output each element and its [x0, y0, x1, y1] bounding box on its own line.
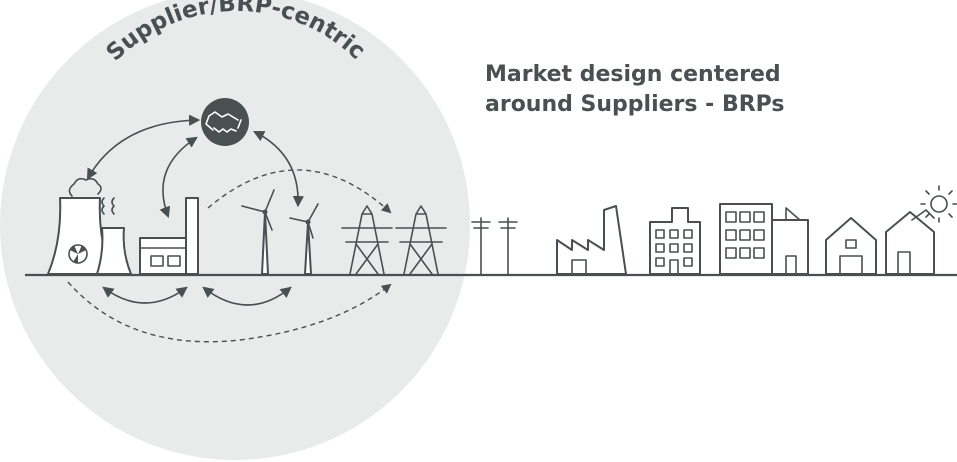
- transmission-tower-icon: [395, 205, 447, 275]
- house-with-solar-icon: [885, 185, 957, 275]
- handshake-icon: [201, 98, 249, 146]
- distribution-pole-icon: [498, 217, 518, 275]
- barn-icon: [825, 217, 877, 275]
- factory-icon: [556, 205, 627, 275]
- bottom-arrows: [67, 281, 392, 343]
- thermal-plant-icon: [139, 197, 199, 275]
- handshake-arrows: [86, 114, 304, 219]
- headline-line-2: around Suppliers - BRPs: [485, 92, 785, 117]
- dashed-arrow-upper: [207, 169, 392, 214]
- headline-line-1: Market design centered: [485, 62, 781, 87]
- apartment-building-icon: [719, 203, 809, 275]
- transmission-tower-icon: [341, 205, 393, 275]
- wind-turbine-icon: [289, 203, 319, 275]
- nuclear-plant-icon: [47, 177, 132, 275]
- distribution-pole-icon: [471, 217, 491, 275]
- office-building-icon: [649, 207, 701, 275]
- wind-turbine-icon: [241, 189, 275, 275]
- headline: Market design centered around Suppliers …: [485, 60, 784, 120]
